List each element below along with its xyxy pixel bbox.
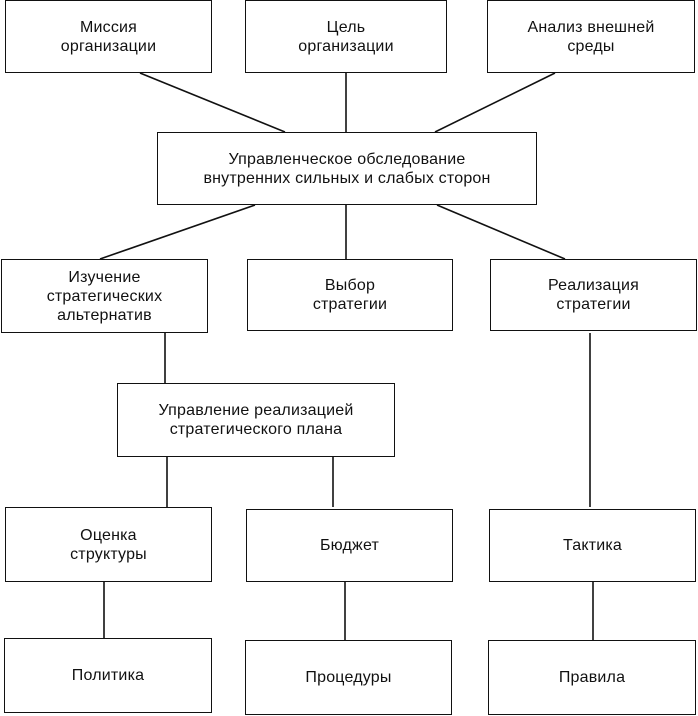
procedures-label: Процедуры xyxy=(305,669,392,686)
tactics-box: Тактика xyxy=(489,509,696,582)
alternatives-box: Изучение стратегических альтернатив xyxy=(1,259,208,333)
choice-box: Выбор стратегии xyxy=(247,259,453,331)
mission-box: Миссия организации xyxy=(5,0,212,73)
choice-label: Выбор стратегии xyxy=(312,277,388,313)
connector-mission-audit xyxy=(139,72,286,133)
connector-environment-audit xyxy=(434,72,556,133)
rules-label: Правила xyxy=(558,669,626,686)
environment-label: Анализ внешней среды xyxy=(527,18,655,55)
connector-audit-implementation xyxy=(436,204,566,260)
environment-box: Анализ внешней среды xyxy=(487,0,695,73)
structure-label: Оценка структуры xyxy=(70,526,147,563)
goal-label: Цель организации xyxy=(298,18,394,55)
tactics-label: Тактика xyxy=(562,537,623,554)
alternatives-label: Изучение стратегических альтернатив xyxy=(46,268,163,324)
implementation-box: Реализация стратегии xyxy=(490,259,697,331)
plan-management-box: Управление реализацией стратегического п… xyxy=(117,383,395,457)
connector-audit-alternatives xyxy=(99,204,256,260)
goal-box: Цель организации xyxy=(245,0,447,73)
budget-label: Бюджет xyxy=(319,537,380,554)
structure-box: Оценка структуры xyxy=(5,507,212,582)
implementation-label: Реализация стратегии xyxy=(547,277,640,313)
mission-label: Миссия организации xyxy=(60,18,157,55)
plan-management-label: Управление реализацией стратегического п… xyxy=(158,402,354,438)
rules-box: Правила xyxy=(488,640,696,715)
audit-box: Управленческое обследование внутренних с… xyxy=(157,132,537,205)
budget-box: Бюджет xyxy=(246,509,453,582)
audit-label: Управленческое обследование внутренних с… xyxy=(203,150,491,187)
procedures-box: Процедуры xyxy=(245,640,452,715)
policy-box: Политика xyxy=(4,638,212,713)
policy-label: Политика xyxy=(71,667,145,684)
